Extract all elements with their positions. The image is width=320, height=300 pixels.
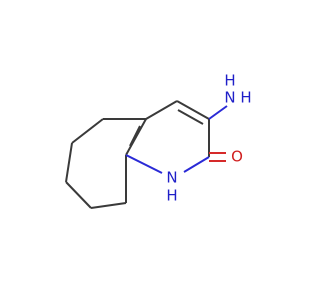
bond-c8-c9 bbox=[65, 181, 92, 209]
molecule-structure-diagram: N H H N H O bbox=[65, 72, 252, 209]
amino-h1-label: H bbox=[224, 72, 235, 90]
ring-n-label: N bbox=[166, 169, 177, 187]
bond-c4a-c4 bbox=[145, 100, 178, 120]
bond-c4a-c9a-outer bbox=[125, 118, 147, 156]
amino-h2-label: H bbox=[240, 89, 251, 107]
bond-n1-c2 bbox=[183, 156, 210, 173]
bond-c9-c9a bbox=[90, 202, 127, 209]
carbonyl-o-label: O bbox=[231, 148, 243, 166]
bond-c4a-c9a-inner bbox=[129, 125, 141, 147]
bond-c4-c3-outer bbox=[176, 100, 210, 120]
bond-c7-c8 bbox=[65, 142, 73, 183]
amino-n-label: N bbox=[224, 89, 235, 107]
bond-c4-c3-inner bbox=[177, 109, 204, 125]
bond-c6-c7 bbox=[71, 118, 104, 144]
bond-c9a-n1 bbox=[125, 154, 163, 174]
ring-h-label: H bbox=[166, 187, 177, 205]
bond-c3-nh2 bbox=[208, 105, 228, 120]
